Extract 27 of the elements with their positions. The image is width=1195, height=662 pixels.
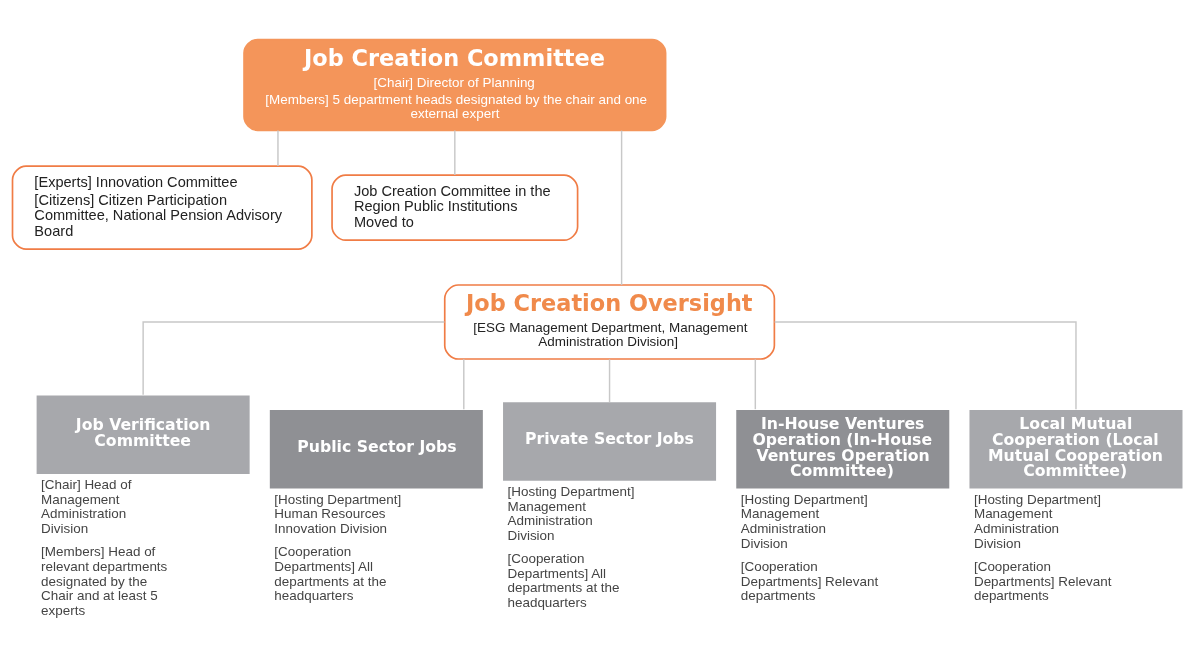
node-box: In-House Ventures Operation (In-House Ventures Operation Committee) [736, 410, 950, 489]
node-label: [Hosting Department] Management Administration Division [740, 491, 868, 551]
node-box: Job Verification Committee [36, 395, 250, 474]
node-label: [Cooperation Departments] All departments at the headquarters [507, 551, 620, 610]
node-label: [Hosting Department] Management Administration Division [507, 483, 635, 543]
connector [142, 321, 446, 396]
node-box: [Experts] Innovation Committee [Citizens] Citizen Participation Committee, National Pension Advisory Board [11, 165, 313, 250]
node-box: Job Creation Oversight [ESG Management Department, Management Administration Division] [443, 284, 776, 360]
connector [454, 129, 456, 176]
connector [608, 358, 611, 403]
node-label: [Cooperation Departments] Relevant departments [740, 559, 879, 604]
node-box: Job Creation Committee [Chair] Director of Planning [Members] 5 department heads designated by the chair and one external expert [243, 38, 667, 132]
node-label: [Members] Head of relevant departments designated by the Chair and at least 5 experts [41, 544, 168, 618]
node-box: Local Mutual Cooperation (Local Mutual Cooperation Committee) [969, 410, 1183, 489]
connector [277, 129, 279, 167]
connector [754, 358, 757, 410]
connector [620, 129, 623, 286]
node-label: [Cooperation Departments] Relevant departments [973, 559, 1112, 604]
node-label: [Cooperation Departments] All departments at the headquarters [274, 544, 387, 604]
node-label: [Hosting Department] Human Resources Innovation Division [274, 491, 402, 536]
node-box: Public Sector Jobs [269, 410, 483, 489]
connector [463, 358, 465, 410]
node-label: [Chair] Head of Management Administration Division [41, 477, 132, 536]
node-box: Job Creation Committee in the Region Public Institutions Moved to [331, 174, 579, 241]
connector [773, 321, 1077, 411]
node-box: Private Sector Jobs [503, 402, 717, 481]
node-label: [Hosting Department] Management Administration Division [973, 491, 1101, 551]
